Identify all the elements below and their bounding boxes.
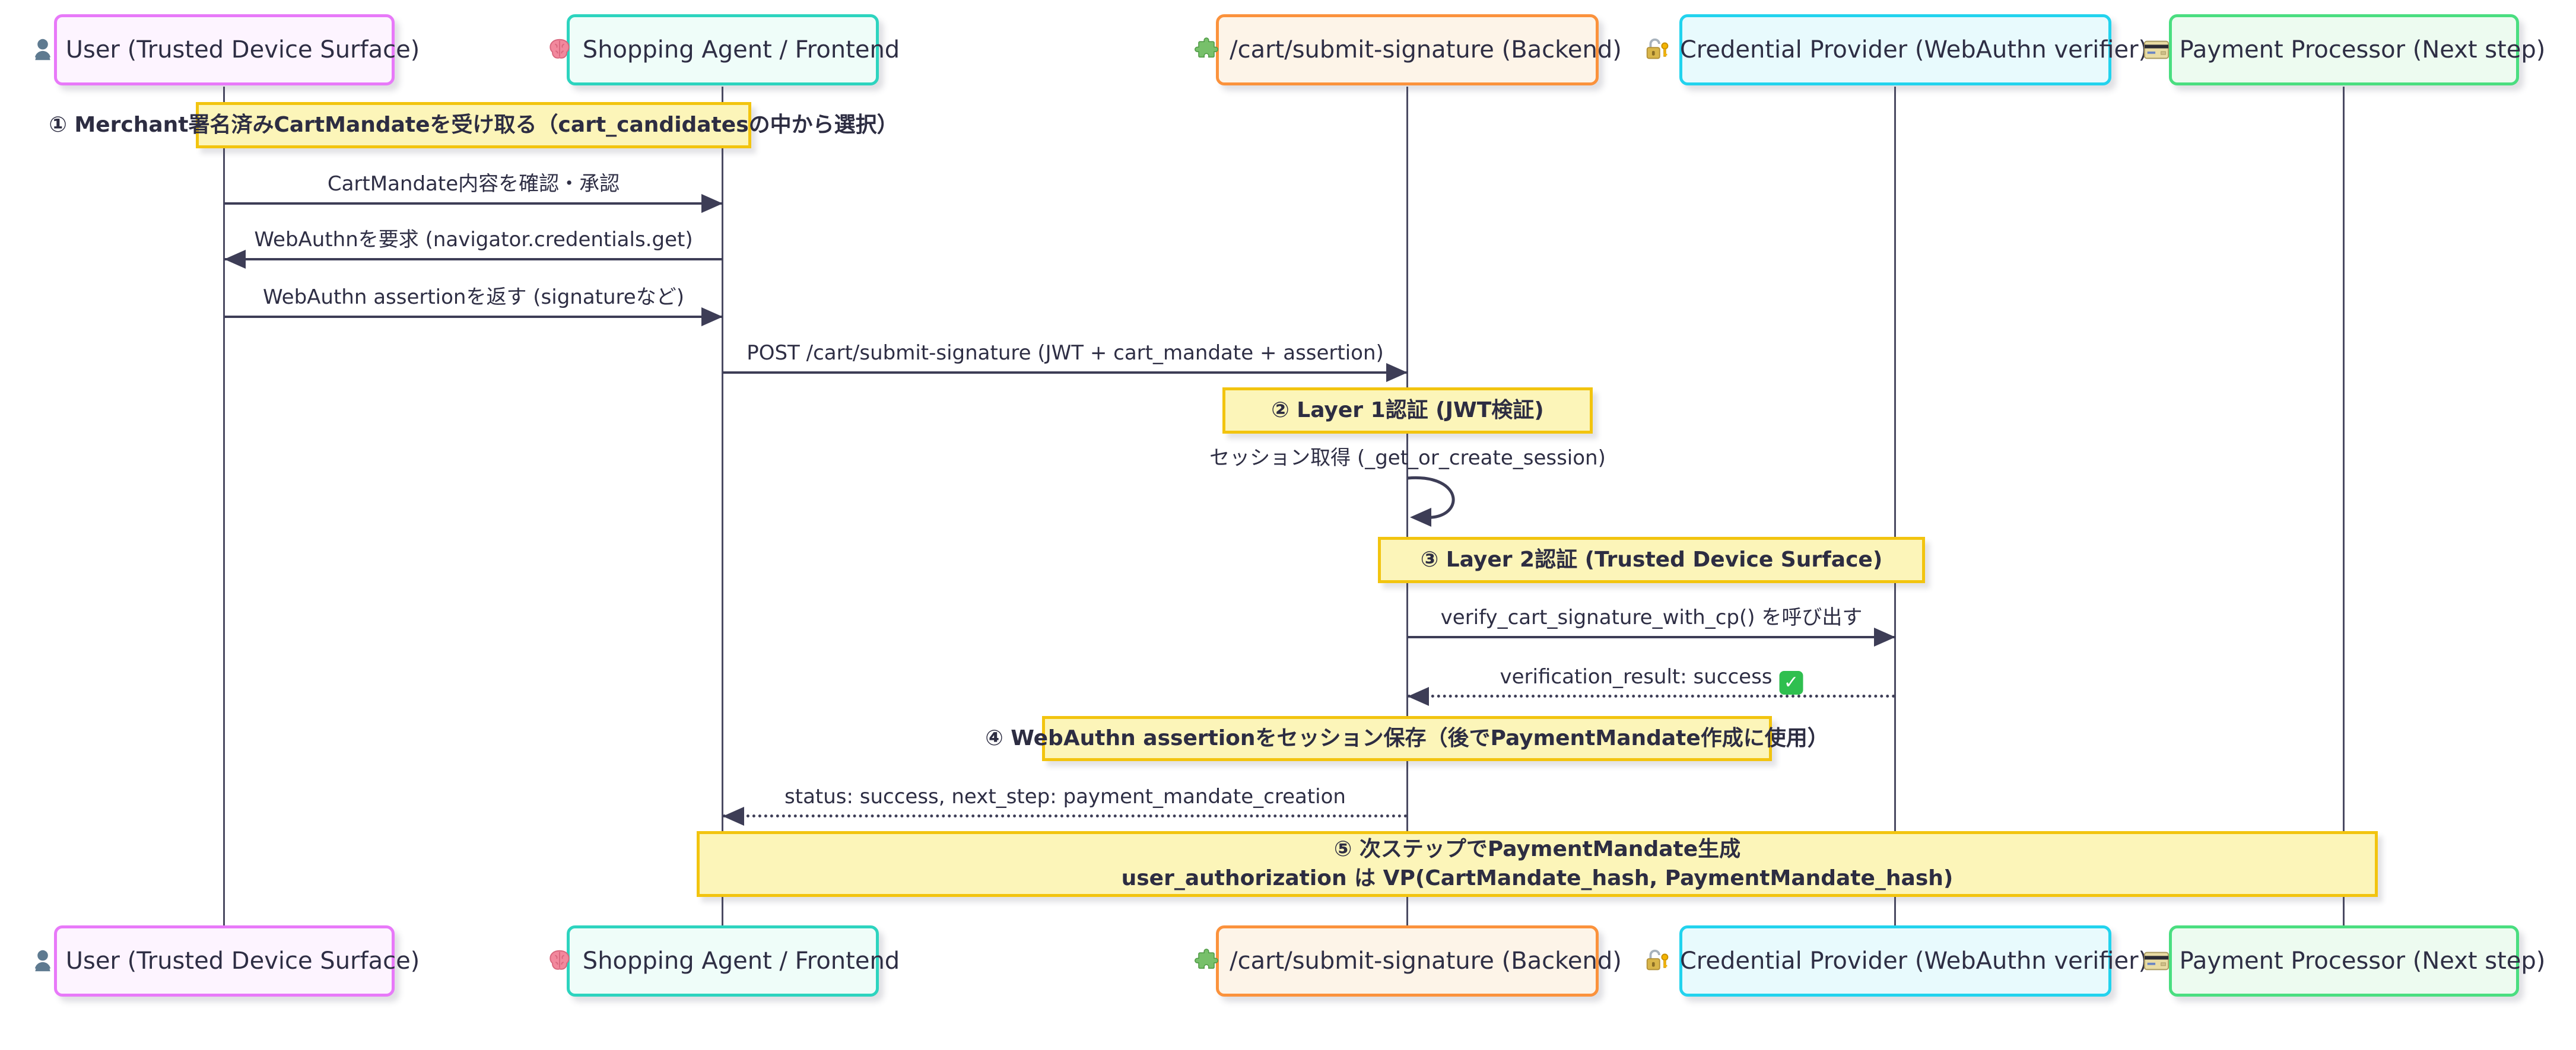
note-text-line1: ⑤ 次ステップでPaymentMandate生成 xyxy=(1333,836,1741,861)
message-line xyxy=(224,258,723,260)
lifeline-shopping-agent xyxy=(722,87,723,927)
note-text-line2: user_authorization は VP(CartMandate_hash… xyxy=(1121,866,1954,890)
actor-top-backend: /cart/submit-signature (Backend) xyxy=(1195,14,1622,85)
actor-bottom-credential-provider: Credential Provider (WebAuthn verifier) xyxy=(1646,925,2148,997)
user-icon xyxy=(34,950,50,972)
note-text: ① Merchant署名済みCartMandateを受け取る（cart_cand… xyxy=(49,112,898,137)
arrowhead-left-icon xyxy=(1408,687,1429,706)
message-label: WebAuthn assertionを返す (signatureなど) xyxy=(263,285,684,309)
brain-icon xyxy=(549,39,570,59)
arrowhead-left-icon xyxy=(224,250,246,269)
note-text: ④ WebAuthn assertionをセッション保存（後でPaymentMa… xyxy=(985,726,1829,750)
actor-label: Credential Provider (WebAuthn verifier) xyxy=(1679,36,2148,63)
note-text: ③ Layer 2認証 (Trusted Device Surface) xyxy=(1420,547,1883,572)
actor-label: Payment Processor (Next step) xyxy=(2179,36,2546,63)
puzzle-icon xyxy=(1195,37,1219,58)
lifeline-backend xyxy=(1406,87,1408,927)
message-label: POST /cart/submit-signature (JWT + cart_… xyxy=(747,341,1384,365)
brain-icon xyxy=(549,950,570,970)
actor-bottom-payment-processor: Payment Processor (Next step) xyxy=(2143,925,2545,997)
actor-label: User (Trusted Device Surface) xyxy=(65,36,420,63)
actor-top-user: User (Trusted Device Surface) xyxy=(34,14,420,85)
message-line xyxy=(224,202,723,205)
message-label: verify_cart_signature_with_cp() を呼び出す xyxy=(1440,606,1863,629)
actor-label: Payment Processor (Next step) xyxy=(2179,947,2546,975)
puzzle-icon xyxy=(1195,949,1219,969)
message-line xyxy=(1408,695,1895,698)
message-line xyxy=(723,371,1408,374)
message-label: CartMandate内容を確認・承認 xyxy=(327,172,620,196)
arrowhead-right-icon xyxy=(1874,628,1895,647)
message-line xyxy=(224,316,723,318)
actor-top-credential-provider: Credential Provider (WebAuthn verifier) xyxy=(1646,14,2148,85)
actor-top-shopping-agent: Shopping Agent / Frontend xyxy=(549,14,900,85)
message-line xyxy=(723,814,1408,817)
success-check-icon: ✓ xyxy=(1779,671,1803,695)
arrowhead-right-icon xyxy=(701,307,723,326)
actor-top-payment-processor: Payment Processor (Next step) xyxy=(2143,14,2545,85)
actor-label: Shopping Agent / Frontend xyxy=(582,36,900,63)
actor-label: User (Trusted Device Surface) xyxy=(65,947,420,975)
actor-bottom-user: User (Trusted Device Surface) xyxy=(34,925,420,997)
lifeline-user xyxy=(223,87,225,927)
lock-icon xyxy=(1646,38,1669,59)
actor-label: Credential Provider (WebAuthn verifier) xyxy=(1679,947,2148,975)
note-text: ② Layer 1認証 (JWT検証) xyxy=(1271,397,1544,422)
note-4-session-save: ④ WebAuthn assertionをセッション保存（後でPaymentMa… xyxy=(985,716,1829,761)
lock-icon xyxy=(1646,949,1669,971)
message-label: WebAuthnを要求 (navigator.credentials.get) xyxy=(254,228,693,252)
message-label: セッション取得 (_get_or_create_session) xyxy=(1209,446,1606,470)
actor-label: /cart/submit-signature (Backend) xyxy=(1230,36,1622,63)
lifeline-payment-processor xyxy=(2343,87,2345,927)
arrowhead-right-icon xyxy=(701,194,723,213)
arrowhead-right-icon xyxy=(1386,363,1408,382)
actor-label: Shopping Agent / Frontend xyxy=(582,947,900,975)
arrowhead-left-icon xyxy=(723,807,744,826)
message-label: status: success, next_step: payment_mand… xyxy=(784,785,1346,809)
actor-bottom-backend: /cart/submit-signature (Backend) xyxy=(1195,925,1622,997)
message-text: verification_result: success xyxy=(1500,665,1773,689)
note-5-next-step-paymentmandate: ⑤ 次ステップでPaymentMandate生成 user_authorizat… xyxy=(697,831,2378,897)
note-2-layer1-auth: ② Layer 1認証 (JWT検証) xyxy=(1222,387,1593,434)
actor-bottom-shopping-agent: Shopping Agent / Frontend xyxy=(549,925,900,997)
self-loop-arrow xyxy=(1407,476,1455,527)
note-1-merchant-cartmandate: ① Merchant署名済みCartMandateを受け取る（cart_cand… xyxy=(49,102,898,148)
note-3-layer2-auth: ③ Layer 2認証 (Trusted Device Surface) xyxy=(1378,537,1925,583)
credit-card-icon xyxy=(2143,952,2169,971)
credit-card-icon xyxy=(2143,40,2169,59)
actor-label: /cart/submit-signature (Backend) xyxy=(1230,947,1622,975)
message-label: verification_result: success✓ xyxy=(1500,664,1803,695)
user-icon xyxy=(34,39,50,61)
lifeline-credential-provider xyxy=(1894,87,1896,927)
message-line xyxy=(1408,636,1895,638)
